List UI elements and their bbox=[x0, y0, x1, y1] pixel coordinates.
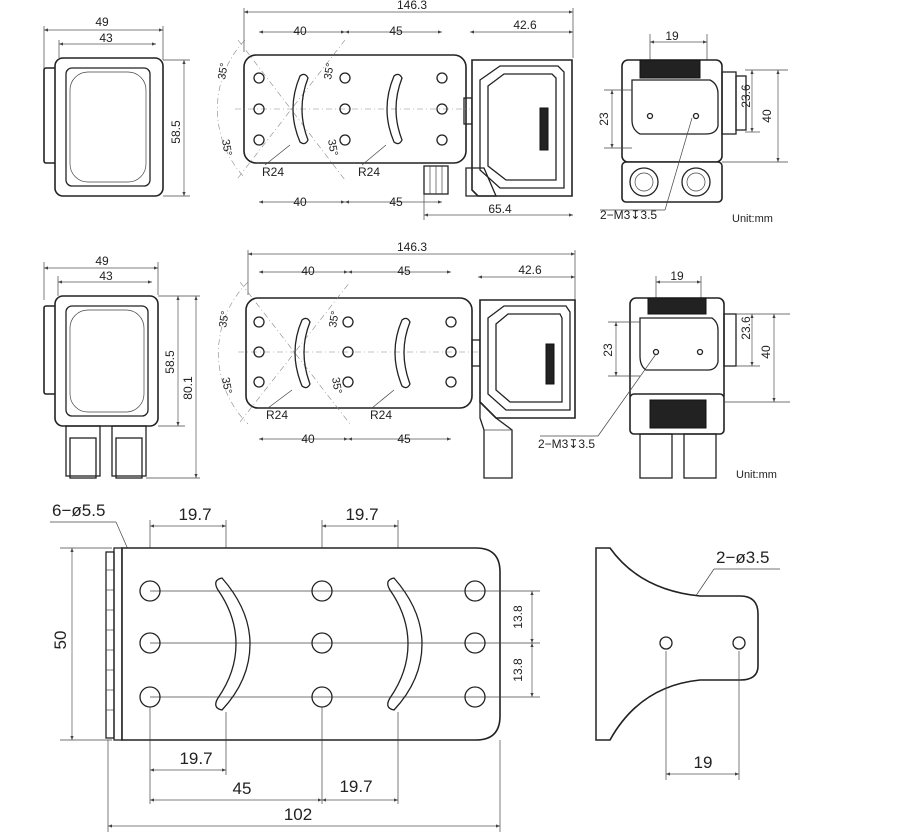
bracket-pitch-bottom-right: 19.7 bbox=[339, 777, 372, 796]
top-front-width-outer: 49 bbox=[95, 15, 109, 29]
top-side-width: 19 bbox=[665, 29, 679, 43]
top-hole-spacing-right: 45 bbox=[389, 24, 403, 38]
top-side-view: 19 23.6 40 23 2−M3↧3.5 Unit:mm bbox=[597, 29, 788, 225]
mid-bracket-length: 146.3 bbox=[397, 240, 427, 254]
mid-slot-radius-right: R24 bbox=[370, 408, 392, 422]
mid-thread-callout: 2−M3↧3.5 bbox=[538, 437, 595, 451]
mid-hole-spacing-left: 40 bbox=[301, 264, 315, 278]
top-slot-radius-right: R24 bbox=[358, 165, 380, 179]
top-angle-label-2: 35° bbox=[219, 138, 234, 156]
mid-front-width-outer: 49 bbox=[95, 254, 109, 268]
bracket-row-offset-top: 13.8 bbox=[511, 605, 525, 629]
mid-unit-label: Unit:mm bbox=[736, 469, 777, 481]
mid-hole-spacing-left-bottom: 40 bbox=[301, 432, 315, 446]
mid-side-height-b: 40 bbox=[759, 345, 773, 359]
bracket-hole-callout: 6−ø5.5 bbox=[52, 501, 105, 520]
mid-angle-label-2: 35° bbox=[219, 376, 234, 394]
side-bracket-hole-callout: 2−ø3.5 bbox=[716, 548, 769, 567]
mid-angle-label-1: 35° bbox=[217, 310, 232, 328]
top-side-height-c: 23 bbox=[597, 112, 611, 126]
top-front-height: 58.5 bbox=[169, 120, 183, 144]
mid-slot-radius-left: R24 bbox=[266, 408, 288, 422]
top-angle-label-4: 35° bbox=[325, 138, 340, 156]
bracket-pitch-bottom-mid: 45 bbox=[233, 779, 252, 798]
bracket-pitch-bottom-left: 19.7 bbox=[179, 749, 212, 768]
bracket-pitch-top-right: 19.7 bbox=[345, 505, 378, 524]
mid-camera-depth: 42.6 bbox=[518, 263, 542, 277]
bracket-row-offset-bottom: 13.8 bbox=[511, 658, 525, 682]
bracket-overall-length: 102 bbox=[284, 805, 312, 824]
top-slot-radius-left: R24 bbox=[262, 165, 284, 179]
mid-front-width-inner: 43 bbox=[99, 269, 113, 283]
top-overall-depth: 65.4 bbox=[488, 202, 512, 216]
top-unit-label: Unit:mm bbox=[732, 213, 773, 225]
mid-angle-label-3: 35° bbox=[327, 310, 342, 328]
top-front-width-inner: 43 bbox=[99, 31, 113, 45]
mid-side-height-c: 23 bbox=[601, 343, 615, 357]
mid-hole-spacing-right-bottom: 45 bbox=[397, 432, 411, 446]
top-hole-spacing-left: 40 bbox=[293, 24, 307, 38]
top-camera-depth: 42.6 bbox=[513, 18, 537, 32]
top-thread-callout: 2−M3↧3.5 bbox=[600, 208, 657, 222]
middle-bracket-view: 146.3 40 45 42.6 35° 35° 35° 35° R24 R24… bbox=[217, 240, 576, 479]
mid-side-width: 19 bbox=[670, 269, 684, 283]
mid-front-height: 58.5 bbox=[163, 350, 177, 374]
top-bracket-length: 146.3 bbox=[397, 0, 427, 12]
mid-hole-spacing-right: 45 bbox=[397, 264, 411, 278]
top-hole-spacing-left-bottom: 40 bbox=[293, 195, 307, 209]
top-angle-label-1: 35° bbox=[216, 62, 231, 80]
top-bracket-view: 146.3 40 45 42.6 35° 35° 35° 35° R24 R24… bbox=[216, 0, 574, 220]
side-bracket-view: 2−ø3.5 19 bbox=[595, 547, 780, 780]
top-hole-spacing-right-bottom: 45 bbox=[389, 195, 403, 209]
top-side-height-a: 23.6 bbox=[739, 84, 753, 108]
mid-front-height-total: 80.1 bbox=[181, 376, 195, 400]
bracket-pitch-top-left: 19.7 bbox=[178, 505, 211, 524]
bracket-detail-view: 6−ø5.5 19.7 19.7 50 13.8 13.8 bbox=[50, 501, 540, 832]
bracket-height: 50 bbox=[51, 631, 70, 650]
top-front-view: 49 43 58.5 bbox=[43, 15, 190, 197]
side-bracket-hole-spacing: 19 bbox=[694, 753, 713, 772]
middle-side-view: 19 23.6 40 23 2−M3↧3.5 Unit:mm bbox=[538, 269, 790, 481]
top-angle-label-3: 35° bbox=[322, 62, 337, 80]
top-side-height-b: 40 bbox=[760, 109, 774, 123]
middle-front-view: 49 43 58.5 80.1 bbox=[43, 254, 200, 479]
mid-side-height-a: 23.6 bbox=[739, 316, 753, 340]
mid-angle-label-4: 35° bbox=[329, 376, 344, 394]
